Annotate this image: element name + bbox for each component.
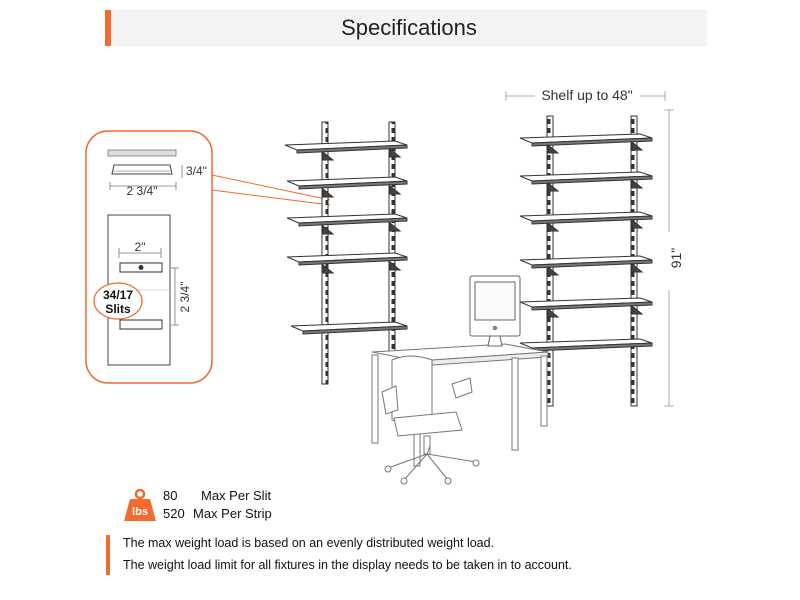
- monitor: [469, 275, 521, 347]
- weight-row-slit: 80 Max Per Slit: [163, 488, 271, 503]
- shelf-width-label: Shelf up to 48": [541, 87, 632, 103]
- page-title: Specifications: [341, 15, 477, 40]
- header-bar: [105, 10, 707, 46]
- header-accent: [105, 10, 111, 46]
- detail-depth-label: 3/4": [186, 164, 207, 178]
- height-dimension: [664, 109, 674, 407]
- height-label: 91": [668, 248, 684, 269]
- slits-count: 34/17: [103, 288, 133, 302]
- max-per-slit-value: 80: [163, 488, 178, 503]
- max-per-slit-label: Max Per Slit: [201, 488, 272, 503]
- note-distributed-load: The max weight load is based on an evenl…: [123, 536, 495, 550]
- detail-width-label: 2 3/4": [127, 184, 158, 198]
- office-chair: [381, 355, 480, 485]
- detail-callout: 2 3/4" 3/4" 2" 2 3/4" 34/17 Slits: [85, 130, 331, 384]
- shelf-width-dimension: [505, 91, 666, 101]
- slits-word: Slits: [105, 302, 131, 316]
- left-shelving-unit: [284, 121, 408, 385]
- detail-spacing-label: 2 3/4": [178, 282, 192, 313]
- note-load-limit: The weight load limit for all fixtures i…: [123, 558, 572, 572]
- right-shelving-unit: [519, 115, 653, 407]
- detail-slot-width-label: 2": [135, 240, 146, 254]
- weight-icon-text: lbs: [132, 506, 148, 518]
- notes-accent: [106, 535, 110, 575]
- max-per-strip-label: Max Per Strip: [193, 506, 272, 521]
- max-per-strip-value: 520: [163, 506, 185, 521]
- weight-row-strip: 520 Max Per Strip: [163, 506, 272, 521]
- weight-icon: lbs: [124, 488, 156, 521]
